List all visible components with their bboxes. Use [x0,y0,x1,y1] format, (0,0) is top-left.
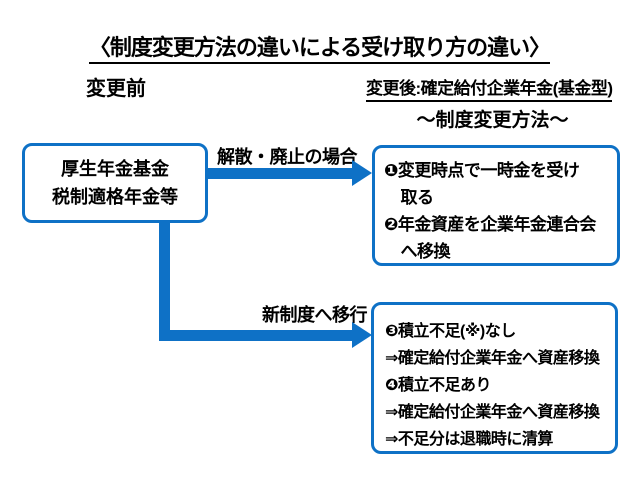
text-line: へ移換 [384,242,450,261]
method-subtitle: ～制度変更方法～ [416,110,569,131]
source-box: 厚生年金基金税制適格年金等 [22,143,208,223]
after-column-label: 変更後:確定給付企業年金(基金型) [366,74,613,102]
text-line: ❸積立不足(※)なし [385,323,516,340]
transition-arrowhead-icon [352,322,372,348]
diagram-title: 〈制度変更方法の違いによる受け取り方の違い〉 [0,30,639,64]
text-line: 厚生年金基金 [61,159,169,179]
before-column-label: 変更前 [86,78,146,100]
transition-arrow-shaft [159,330,354,341]
text-line: ❶変更時点で一時金を受け [384,161,580,180]
dissolution-arrow-label: 解散・廃止の場合 [217,147,358,167]
transition-result-box: ❸積立不足(※)なし ⇒確定給付企業年金へ資産移換 ❹積立不足あり ⇒確定給付企業年金… [371,302,618,454]
text-line: ❷年金資産を企業年金連合会 [384,215,596,234]
text-line: ⇒確定給付企業年金へ資産移換 [385,404,600,421]
transition-connector-line [159,221,170,341]
diagram-title-text: 〈制度変更方法の違いによる受け取り方の違い〉 [88,35,551,64]
text-line: 税制適格年金等 [52,187,178,207]
text-line: ⇒確定給付企業年金へ資産移換 [385,350,600,367]
text-line: ❹積立不足あり [385,377,492,394]
transition-arrow-label: 新制度へ移行 [262,305,368,325]
dissolution-arrowhead-icon [352,160,372,186]
text-line: 取る [384,188,434,207]
dissolution-result-box: ❶変更時点で一時金を受け 取る ❷年金資産を企業年金連合会 へ移換 [372,145,620,266]
dissolution-arrow-shaft [206,168,354,179]
after-column-label-text: 変更後:確定給付企業年金(基金型) [366,79,613,102]
text-line: ⇒不足分は退職時に清算 [385,431,553,448]
